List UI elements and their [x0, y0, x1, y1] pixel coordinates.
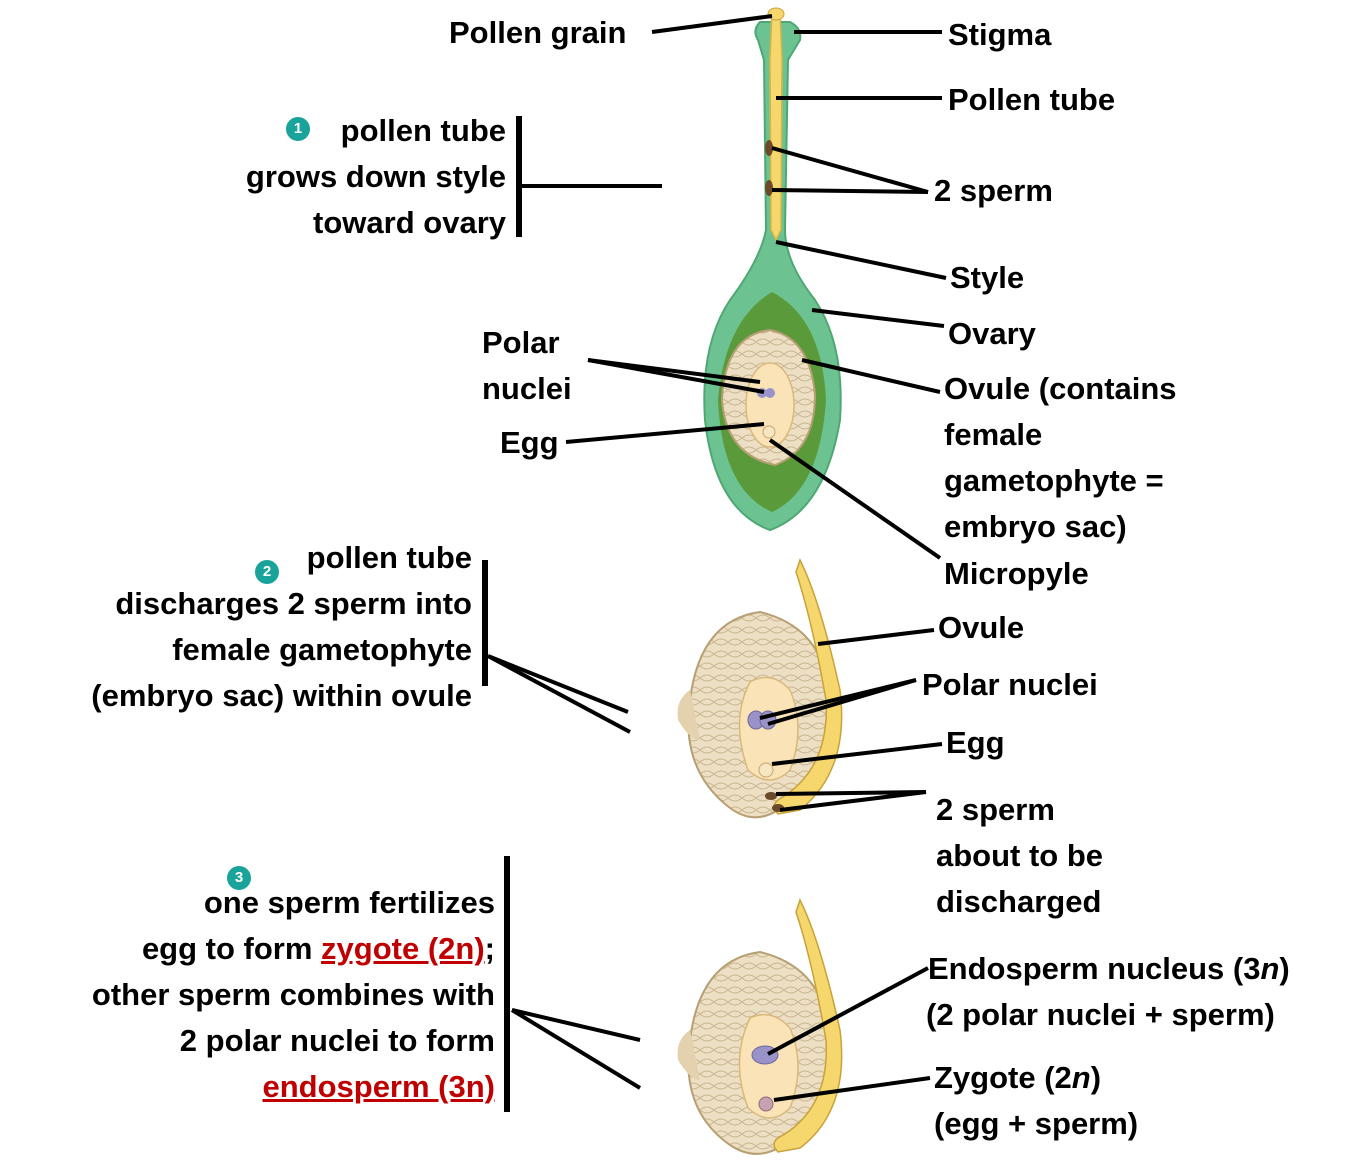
ovule-middle-illustration	[678, 560, 842, 817]
label-endosperm-nucleus: Endosperm nucleus (3n)	[928, 946, 1290, 992]
label-pollen-grain: Pollen grain	[449, 10, 626, 56]
egg-cell	[763, 426, 775, 438]
label-egg-middle: Egg	[946, 720, 1005, 766]
label-sperm-line: about to be	[936, 833, 1103, 879]
label-micropyle: Micropyle	[944, 551, 1089, 597]
step-3-semicolon: ;	[485, 931, 495, 966]
step2-connector-1	[488, 656, 628, 712]
step-2-line: female gametophyte	[91, 627, 472, 673]
label-style: Style	[950, 255, 1024, 301]
leader-ovule-middle	[818, 630, 934, 644]
label-ovule-line: embryo sac)	[944, 504, 1177, 550]
label-ovule-line: gametophyte =	[944, 458, 1177, 504]
label-zygote-sub: (egg + sperm)	[934, 1101, 1138, 1147]
step-1-line: grows down style	[246, 154, 506, 200]
label-polar-line: Polar	[482, 320, 572, 366]
label-stigma: Stigma	[948, 12, 1051, 58]
zygote-n: n	[1072, 1060, 1091, 1095]
step-3-line: 2 polar nuclei to form	[92, 1018, 495, 1064]
label-zygote: Zygote (2n)	[934, 1055, 1101, 1101]
step-3-line: other sperm combines with	[92, 972, 495, 1018]
label-ovule-middle: Ovule	[938, 605, 1024, 651]
zygote-text: Zygote (2	[934, 1060, 1072, 1095]
endosperm-text: Endosperm nucleus (3	[928, 951, 1260, 986]
step-3-line: one sperm fertilizes	[92, 880, 495, 926]
step-3-egg-text: egg to form	[142, 931, 321, 966]
leader-pollen-grain	[652, 16, 772, 32]
step-1-text: pollen tube grows down style toward ovar…	[246, 108, 506, 246]
step3-connector-1	[512, 1010, 640, 1040]
step-1-line: pollen tube	[246, 108, 506, 154]
leader-style	[776, 242, 946, 278]
label-ovule-line: female	[944, 412, 1177, 458]
endosperm-n: n	[1260, 951, 1279, 986]
label-ovary: Ovary	[948, 311, 1036, 357]
polar-nucleus	[765, 388, 775, 398]
leader-sperm-2	[772, 190, 928, 192]
label-sperm-discharge: 2 sperm about to be discharged	[936, 787, 1103, 925]
label-polar-line: nuclei	[482, 366, 572, 412]
step-3-text: one sperm fertilizes egg to form zygote …	[92, 880, 495, 1110]
step-1-line: toward ovary	[246, 200, 506, 246]
pistil-illustration	[704, 8, 840, 530]
sperm-cell	[765, 792, 777, 800]
leader-lines	[488, 16, 946, 1100]
step-3-bracket	[504, 856, 510, 1112]
step2-connector-2	[488, 656, 630, 732]
endosperm-close: )	[1279, 951, 1289, 986]
zygote-close: )	[1091, 1060, 1101, 1095]
step-2-bracket	[482, 560, 488, 686]
leader-sperm-1	[772, 148, 928, 192]
leader-ovary	[812, 310, 944, 326]
label-ovule-contains: Ovule (contains female gametophyte = emb…	[944, 366, 1177, 550]
endosperm-term[interactable]: endosperm (3n)	[262, 1069, 495, 1104]
step-2-text: pollen tube discharges 2 sperm into fema…	[91, 535, 472, 719]
label-sperm-line: 2 sperm	[936, 787, 1103, 833]
label-endosperm-sub: (2 polar nuclei + sperm)	[926, 992, 1275, 1038]
step-2-line: (embryo sac) within ovule	[91, 673, 472, 719]
egg-cell	[759, 763, 773, 777]
sperm-cell	[765, 140, 773, 156]
label-pollen-tube: Pollen tube	[948, 77, 1115, 123]
pollen-tube-top	[770, 12, 782, 240]
zygote-term[interactable]: zygote (2n)	[321, 931, 485, 966]
label-egg: Egg	[500, 420, 559, 466]
step-1-bracket	[516, 116, 522, 237]
label-polar-nuclei: Polar nuclei	[482, 320, 572, 412]
label-two-sperm: 2 sperm	[934, 168, 1053, 214]
step-2-line: pollen tube	[91, 535, 472, 581]
step-2-line: discharges 2 sperm into	[91, 581, 472, 627]
sperm-cell	[765, 180, 773, 196]
step-3-line: endosperm (3n)	[92, 1064, 495, 1110]
zygote-cell	[759, 1097, 773, 1111]
label-ovule-line: Ovule (contains	[944, 366, 1177, 412]
label-sperm-line: discharged	[936, 879, 1103, 925]
label-polar-nuclei-middle: Polar nuclei	[922, 662, 1098, 708]
step-3-line: egg to form zygote (2n);	[92, 926, 495, 972]
step3-connector-2	[512, 1010, 640, 1088]
